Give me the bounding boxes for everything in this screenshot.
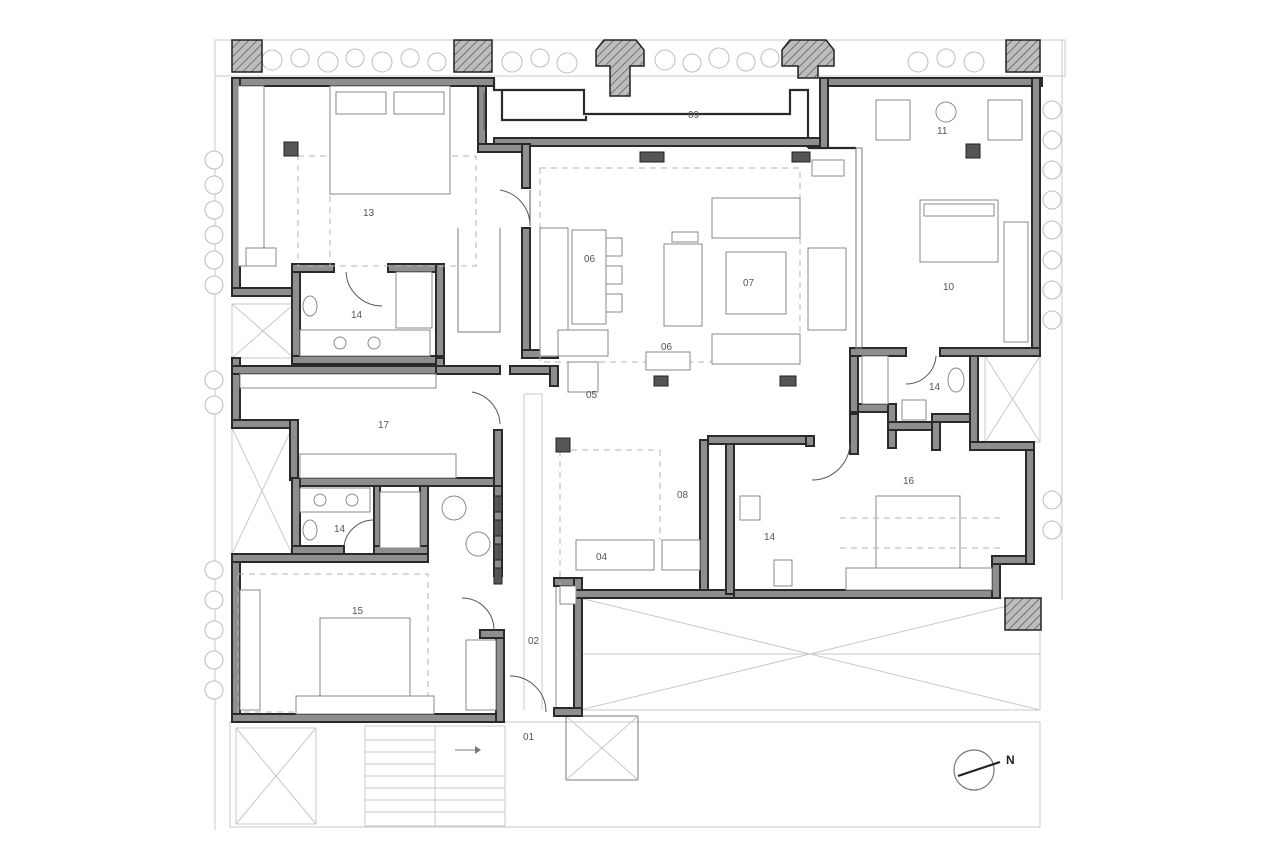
room-label-15: 15 xyxy=(352,606,364,617)
room-label-14-right: 14 xyxy=(929,382,941,393)
doors xyxy=(343,92,937,713)
room-label-16: 16 xyxy=(903,476,915,487)
room-label-14-ensuite: 14 xyxy=(764,532,776,543)
room-label-11: 11 xyxy=(937,126,948,137)
room-label-06-dining: 06 xyxy=(584,254,596,265)
north-label: N xyxy=(1006,753,1015,767)
room-label-17: 17 xyxy=(378,420,390,431)
room-label-08: 08 xyxy=(677,490,689,501)
room-label-04: 04 xyxy=(596,552,608,563)
room-label-05: 05 xyxy=(586,390,598,401)
room-label-02: 02 xyxy=(528,636,540,647)
room-label-09: 09 xyxy=(688,110,700,121)
room-labels: 01 02 04 05 06 06 07 08 09 10 11 13 14 1… xyxy=(334,110,955,743)
room-label-13: 13 xyxy=(363,208,375,219)
north-arrow-icon: N xyxy=(953,749,1015,791)
room-label-01: 01 xyxy=(523,732,535,743)
stair xyxy=(364,725,506,827)
room-label-14-lower: 14 xyxy=(334,524,346,535)
planting xyxy=(204,47,1062,700)
room-label-06-console: 06 xyxy=(661,342,673,353)
furniture xyxy=(237,85,1029,715)
columns xyxy=(231,39,1042,631)
room-label-14-upper: 14 xyxy=(351,310,363,321)
room-label-10: 10 xyxy=(943,282,955,293)
terrace xyxy=(579,597,1041,711)
room-label-07: 07 xyxy=(743,278,755,289)
